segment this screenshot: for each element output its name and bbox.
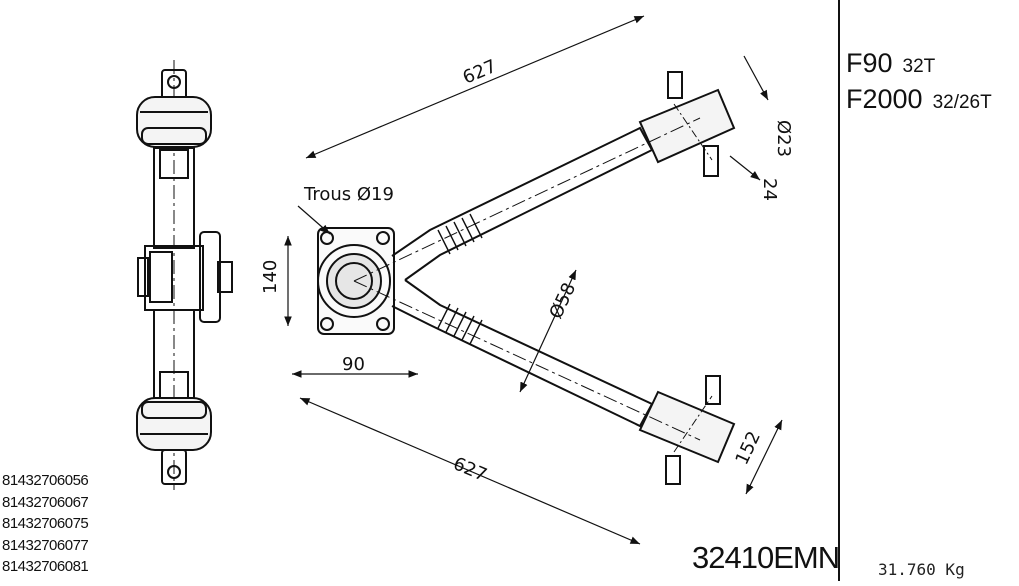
- part-number: 81432706081: [2, 558, 89, 575]
- v-rod-view: [317, 71, 736, 485]
- part-number-list: 81432706056 81432706067 81432706075 8143…: [2, 470, 89, 578]
- dim-lower-length: 627: [450, 453, 490, 486]
- dim-152: 152: [731, 428, 765, 468]
- dimension-lines: [284, 15, 783, 545]
- dim-140: 140: [260, 260, 281, 294]
- title-block-divider: [838, 0, 840, 581]
- model-f90: F90 32T: [846, 48, 935, 79]
- part-number: 81432706077: [2, 536, 89, 554]
- model-spec: 32/26T: [932, 92, 992, 113]
- part-number: 81432706056: [2, 472, 89, 489]
- weight-value: 31.760 Kg: [878, 560, 965, 579]
- model-spec: 32T: [902, 56, 936, 77]
- dim-diameter-23: Ø23: [773, 120, 794, 157]
- reference-code: 32410EMN: [692, 540, 840, 575]
- dim-90: 90: [342, 354, 365, 375]
- part-number: 81432706067: [2, 493, 89, 511]
- model-f2000: F2000 32/26T: [846, 84, 992, 115]
- dim-diameter-58: Ø58: [545, 280, 580, 322]
- holes-label: Trous Ø19: [303, 184, 394, 205]
- dim-24: 24: [759, 178, 780, 201]
- part-number: 81432706075: [2, 515, 89, 532]
- side-view: [136, 60, 233, 490]
- model-name: F90: [846, 48, 893, 78]
- model-name: F2000: [846, 84, 923, 114]
- dim-upper-length: 627: [460, 56, 500, 89]
